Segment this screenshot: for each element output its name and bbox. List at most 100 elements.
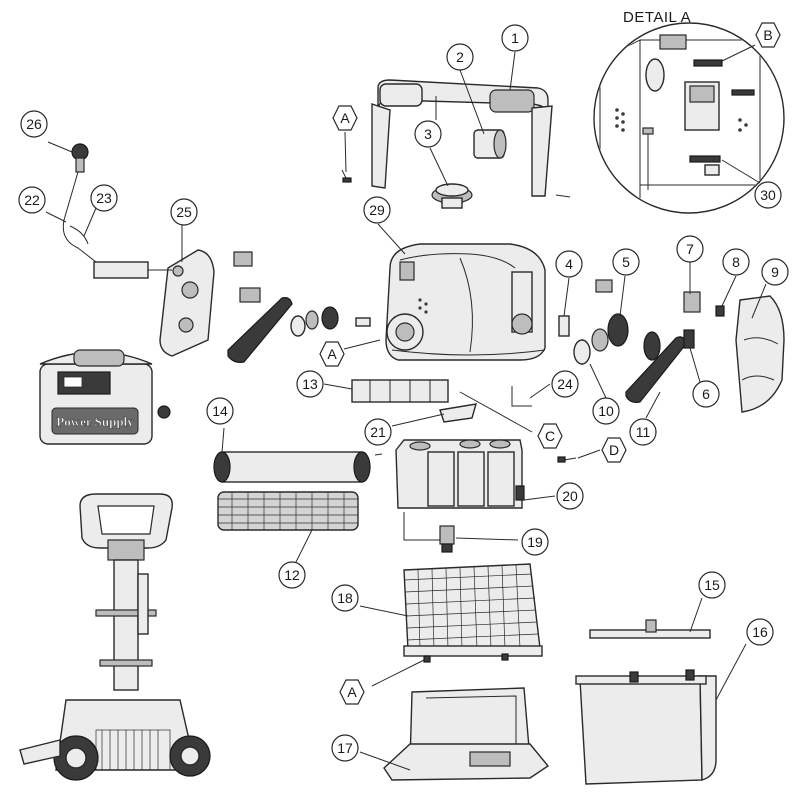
callout-2: 2: [446, 43, 474, 71]
callout-9: 9: [761, 258, 789, 286]
callout-29: 29: [363, 196, 391, 224]
svg-text:3: 3: [424, 126, 432, 142]
callout-1: 1: [501, 24, 529, 52]
part-body-shell: [385, 243, 546, 361]
svg-text:21: 21: [370, 424, 386, 440]
svg-text:A: A: [327, 346, 337, 362]
svg-text:24: 24: [557, 376, 573, 392]
callout-hex-a-bottom: A: [339, 679, 365, 705]
callout-3: 3: [414, 120, 442, 148]
part-4-pin: [558, 315, 570, 337]
handle-screws: [341, 169, 571, 198]
part-6-spring: [683, 329, 695, 349]
power-supply-label: Power Supply: [56, 414, 134, 429]
svg-text:9: 9: [771, 264, 779, 280]
svg-text:B: B: [763, 27, 772, 43]
svg-text:11: 11: [636, 424, 651, 440]
callout-16: 16: [746, 618, 774, 646]
svg-text:5: 5: [622, 254, 630, 270]
callout-20: 20: [556, 482, 584, 510]
part-23-cable-shaft: [93, 261, 184, 279]
part-13-filter-base: [351, 379, 449, 403]
callout-23: 23: [90, 184, 118, 212]
svg-text:7: 7: [686, 241, 694, 257]
svg-text:29: 29: [369, 202, 385, 218]
svg-text:4: 4: [565, 256, 573, 272]
caddy-cart: [19, 493, 211, 781]
callout-19: 19: [521, 528, 549, 556]
part-8-screw: [715, 305, 725, 317]
svg-text:14: 14: [212, 403, 228, 419]
callout-7: 7: [676, 235, 704, 263]
callout-10: 10: [592, 397, 620, 425]
svg-text:16: 16: [752, 624, 768, 640]
svg-text:8: 8: [732, 254, 740, 270]
part-25-left-side-panel: [159, 249, 215, 357]
callout-5: 5: [612, 248, 640, 276]
callout-21: 21: [364, 418, 392, 446]
leader-lines: [45, 51, 767, 771]
part-17-filter-tray: [383, 687, 550, 781]
svg-text:25: 25: [176, 204, 192, 220]
callout-14: 14: [206, 397, 234, 425]
callout-hex-a-mid: A: [319, 341, 345, 367]
svg-text:20: 20: [562, 488, 578, 504]
callout-4: 4: [555, 250, 583, 278]
part-7-clip: [683, 291, 701, 313]
svg-text:A: A: [340, 110, 350, 126]
svg-text:26: 26: [26, 116, 42, 132]
svg-text:22: 22: [24, 192, 40, 208]
power-supply-unit: Power Supply: [39, 349, 171, 445]
callout-22: 22: [18, 186, 46, 214]
callout-15: 15: [698, 571, 726, 599]
callouts: 1 2 3 A 29 4 5 7 8 9 6 10 11 B 30 A 13 2…: [18, 22, 789, 762]
part-handle: [371, 79, 553, 197]
svg-text:15: 15: [704, 577, 720, 593]
part-14-roller-tube: [213, 451, 383, 483]
svg-text:2: 2: [456, 49, 464, 65]
part-18-filter-basket: [403, 563, 543, 663]
left-gears: [290, 306, 371, 337]
part-15-bracket: [589, 619, 711, 639]
part-3-cap: [431, 183, 473, 209]
left-track: [227, 251, 293, 363]
callout-30: 30: [754, 181, 782, 209]
callout-13: 13: [296, 370, 324, 398]
part-9-right-side-panel: [735, 295, 785, 413]
part-26-swivel: [71, 143, 89, 173]
svg-text:12: 12: [284, 567, 300, 583]
part-19-cable-connector: [403, 512, 455, 553]
part-11-right-track: [625, 331, 687, 403]
callout-11: 11: [629, 418, 657, 446]
svg-text:19: 19: [527, 534, 543, 550]
callout-hex-a-top: A: [332, 105, 358, 131]
svg-text:1: 1: [511, 30, 519, 46]
callout-18: 18: [331, 584, 359, 612]
svg-text:C: C: [545, 428, 555, 444]
svg-text:18: 18: [337, 590, 353, 606]
part-16-filter-bag: [575, 669, 717, 785]
svg-text:10: 10: [598, 403, 614, 419]
callout-12: 12: [278, 561, 306, 589]
part-2-cylinder: [473, 129, 507, 159]
part-d-screw: [557, 456, 577, 463]
detail-a-inset: DETAIL A: [593, 9, 785, 214]
part-5-gear: [595, 279, 629, 347]
svg-text:A: A: [347, 684, 357, 700]
part-12-brush: [217, 491, 359, 531]
svg-text:13: 13: [302, 376, 318, 392]
callout-hex-d: D: [601, 437, 627, 463]
svg-text:30: 30: [760, 187, 776, 203]
callout-17: 17: [331, 734, 359, 762]
part-21-diverter: [439, 403, 477, 423]
part-10-bushing: [573, 328, 609, 365]
svg-text:23: 23: [96, 190, 112, 206]
callout-26: 26: [20, 110, 48, 138]
callout-24: 24: [551, 370, 579, 398]
callout-8: 8: [722, 248, 750, 276]
part-20-motor-unit: [395, 439, 525, 509]
part-24-wrench: [511, 386, 532, 407]
callout-hex-b: B: [755, 22, 781, 48]
part-22-cable: [62, 171, 97, 263]
